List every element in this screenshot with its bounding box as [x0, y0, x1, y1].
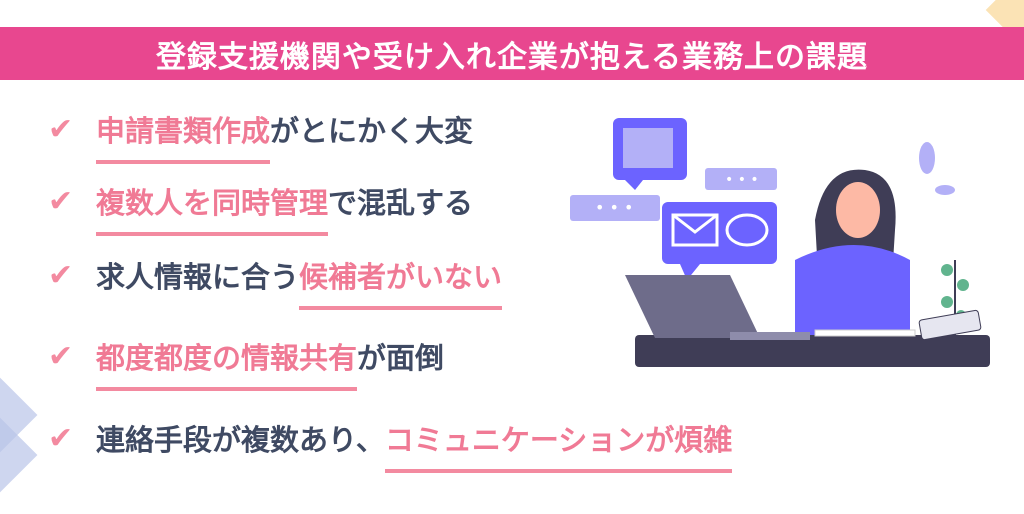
item-prefix: 連絡手段が複数あり、 [96, 423, 385, 457]
list-item: ✔ 都度都度の情報共有 が面倒 [48, 335, 445, 391]
list-item: ✔ 求人情報に合う 候補者がいない [48, 254, 503, 310]
svg-text:• • •: • • • [595, 198, 633, 217]
item-rest: がとにかく大変 [270, 114, 474, 148]
check-icon: ✔ [48, 183, 74, 219]
check-icon: ✔ [48, 257, 74, 293]
list-item: ✔ 連絡手段が複数あり、 コミュニケーションが煩雑 [48, 417, 733, 473]
item-highlight: 申請書類作成 [96, 108, 271, 164]
chat-bubble-icon [570, 195, 660, 221]
mail-bubble-icon [662, 202, 777, 264]
item-prefix: 求人情報に合う [96, 260, 300, 294]
laptop [625, 275, 760, 338]
check-icon: ✔ [48, 420, 74, 456]
list-item: ✔ 申請書類作成 がとにかく大変 [48, 108, 474, 164]
check-icon: ✔ [48, 338, 74, 374]
woman-at-laptop-illustration: • • • • • • [570, 118, 990, 367]
item-highlight: 候補者がいない [299, 254, 503, 310]
svg-text:• • •: • • • [725, 172, 759, 188]
list-item: ✔ 複数人を同時管理 で混乱する [48, 180, 474, 236]
item-highlight: 複数人を同時管理 [96, 180, 329, 236]
page-title: 登録支援機関や受け入れ企業が抱える業務上の課題 [155, 39, 869, 75]
item-highlight: 都度都度の情報共有 [96, 335, 358, 391]
desk [635, 335, 990, 367]
check-icon: ✔ [48, 111, 74, 147]
item-highlight: コミュニケーションが煩雑 [384, 417, 733, 473]
chat-bubble-icon [705, 168, 777, 190]
item-rest: で混乱する [328, 186, 474, 220]
title-banner: 登録支援機関や受け入れ企業が抱える業務上の課題 [0, 27, 1024, 80]
item-rest: が面倒 [357, 341, 445, 375]
tablet [918, 309, 982, 341]
